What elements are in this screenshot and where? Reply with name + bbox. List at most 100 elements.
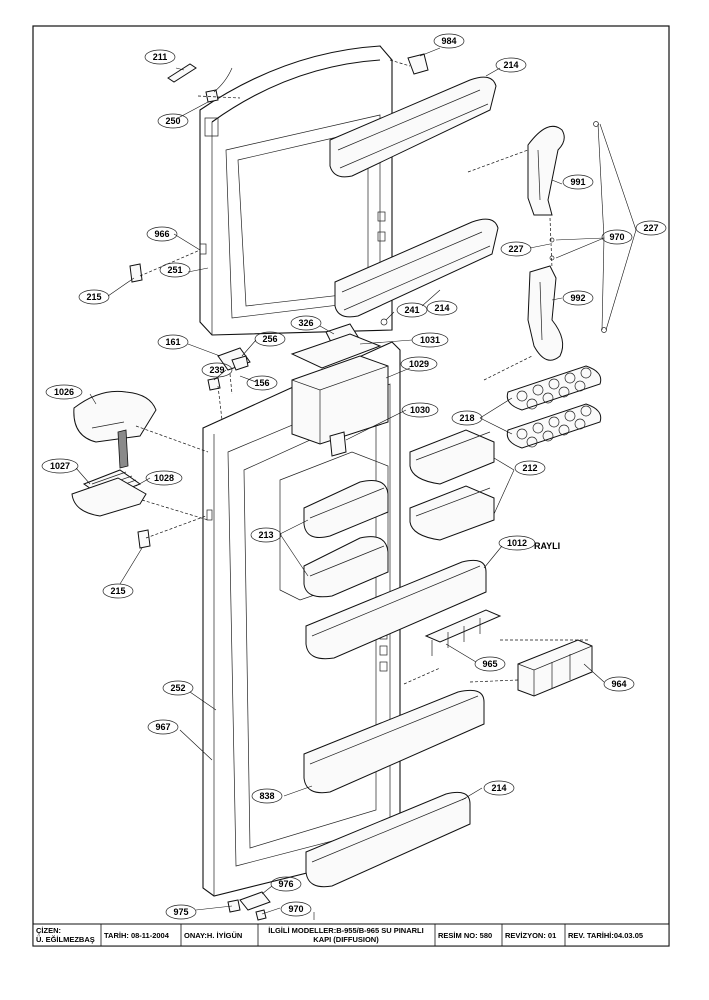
svg-text:991: 991 [570,177,585,187]
callout-214-bottom: 214 [483,780,515,796]
callout-227-mid: 227 [500,241,532,257]
svg-text:967: 967 [155,722,170,732]
callout-326: 326 [290,315,322,331]
door-bin-213-upper [303,480,389,538]
svg-text:992: 992 [570,293,585,303]
part-976-hinge [239,891,271,911]
svg-text:241: 241 [404,305,419,315]
tb-cizen-label: ÇİZEN: [36,926,61,935]
callout-1027: 1027 [41,458,79,474]
rayli-note: RAYLI [534,541,560,551]
title-block: ÇİZEN: Ü. EĞİLMEZBAŞ TARİH: 08-11-2004 O… [32,923,670,947]
svg-text:213: 213 [258,530,273,540]
callout-214-top: 214 [495,57,527,73]
rail-965 [424,609,502,656]
svg-text:1030: 1030 [410,405,430,415]
svg-text:975: 975 [173,907,188,917]
svg-text:214: 214 [503,60,518,70]
callout-214-mid: 214 [426,300,458,316]
callout-227-right: 227 [635,220,667,236]
door-bin-213-lower [303,536,389,598]
callout-211: 211 [144,49,176,65]
callout-161: 161 [157,334,189,350]
part-239-bush [207,377,221,391]
svg-text:970: 970 [288,904,303,914]
callout-156: 156 [246,375,278,391]
shelf-1012 [305,559,487,660]
svg-text:214: 214 [434,303,449,313]
svg-text:252: 252 [170,683,185,693]
tb-cizen-value: Ü. EĞİLMEZBAŞ [36,935,95,944]
callout-970-bottom: 970 [280,901,312,917]
callout-1029: 1029 [400,356,438,372]
svg-text:256: 256 [262,334,277,344]
svg-text:838: 838 [259,791,274,801]
svg-text:984: 984 [441,36,456,46]
part-256-pin [231,355,249,371]
svg-text:1012: 1012 [507,538,527,548]
svg-text:214: 214 [491,783,506,793]
tb-revizyon: REVİZYON: 01 [505,931,556,940]
callout-218: 218 [451,410,483,426]
callout-966: 966 [146,226,178,242]
part-1028-tray [71,477,147,517]
freezer-shelf-lower [334,218,499,318]
callout-984: 984 [433,33,465,49]
egg-tray-lower [506,403,602,449]
water-tank-1029 [291,355,389,445]
svg-text:251: 251 [167,265,182,275]
svg-text:965: 965 [482,659,497,669]
freezer-shelf-upper [329,76,497,178]
callout-251: 251 [159,262,191,278]
callout-239: 239 [201,362,233,378]
svg-text:326: 326 [298,318,313,328]
part-215-clip-lower [137,529,151,549]
callout-1028: 1028 [145,470,183,486]
callout-215-upper: 215 [78,289,110,305]
svg-text:215: 215 [86,292,101,302]
egg-tray-upper [506,365,602,411]
callout-212: 212 [514,460,546,476]
callout-838: 838 [251,788,283,804]
callout-991: 991 [562,174,594,190]
svg-text:1029: 1029 [409,359,429,369]
part-984-clip [407,53,429,75]
part-970-pin [255,909,267,921]
part-1026-dispenser-lever [73,390,157,469]
svg-text:215: 215 [110,586,125,596]
part-250-sensor [205,89,219,103]
callout-967: 967 [147,719,179,735]
svg-text:212: 212 [522,463,537,473]
part-211-cover [167,63,197,83]
tb-models-sub: KAPI (DIFFUSION) [313,935,379,944]
callout-964: 964 [603,676,635,692]
svg-text:1027: 1027 [50,461,70,471]
svg-text:227: 227 [643,223,658,233]
callout-965: 965 [474,656,506,672]
svg-text:1028: 1028 [154,473,174,483]
callout-213: 213 [250,527,282,543]
small-bin-212-upper [409,429,495,485]
tb-rev-tarihi: REV. TARİHİ:04.03.05 [568,931,643,940]
callout-1026: 1026 [45,384,83,400]
part-1031-lid [290,333,382,369]
shelf-214-bottom [305,791,471,888]
callout-975: 975 [165,904,197,920]
callout-970-handle: 970 [601,229,633,245]
svg-text:239: 239 [209,365,224,375]
svg-text:211: 211 [153,52,168,62]
callout-992: 992 [562,290,594,306]
callout-1031: 1031 [411,332,449,348]
part-975-bush [227,899,241,913]
callout-252: 252 [162,680,194,696]
svg-text:966: 966 [154,229,169,239]
part-215-clip-upper [129,263,143,283]
tb-resim: RESİM NO: 580 [438,931,492,940]
handle-991 [527,125,565,216]
tb-onay: ONAY:H. İYİGÜN [184,931,242,940]
svg-text:156: 156 [254,378,269,388]
svg-text:250: 250 [165,116,180,126]
handle-992 [527,265,564,361]
box-964 [517,639,593,697]
